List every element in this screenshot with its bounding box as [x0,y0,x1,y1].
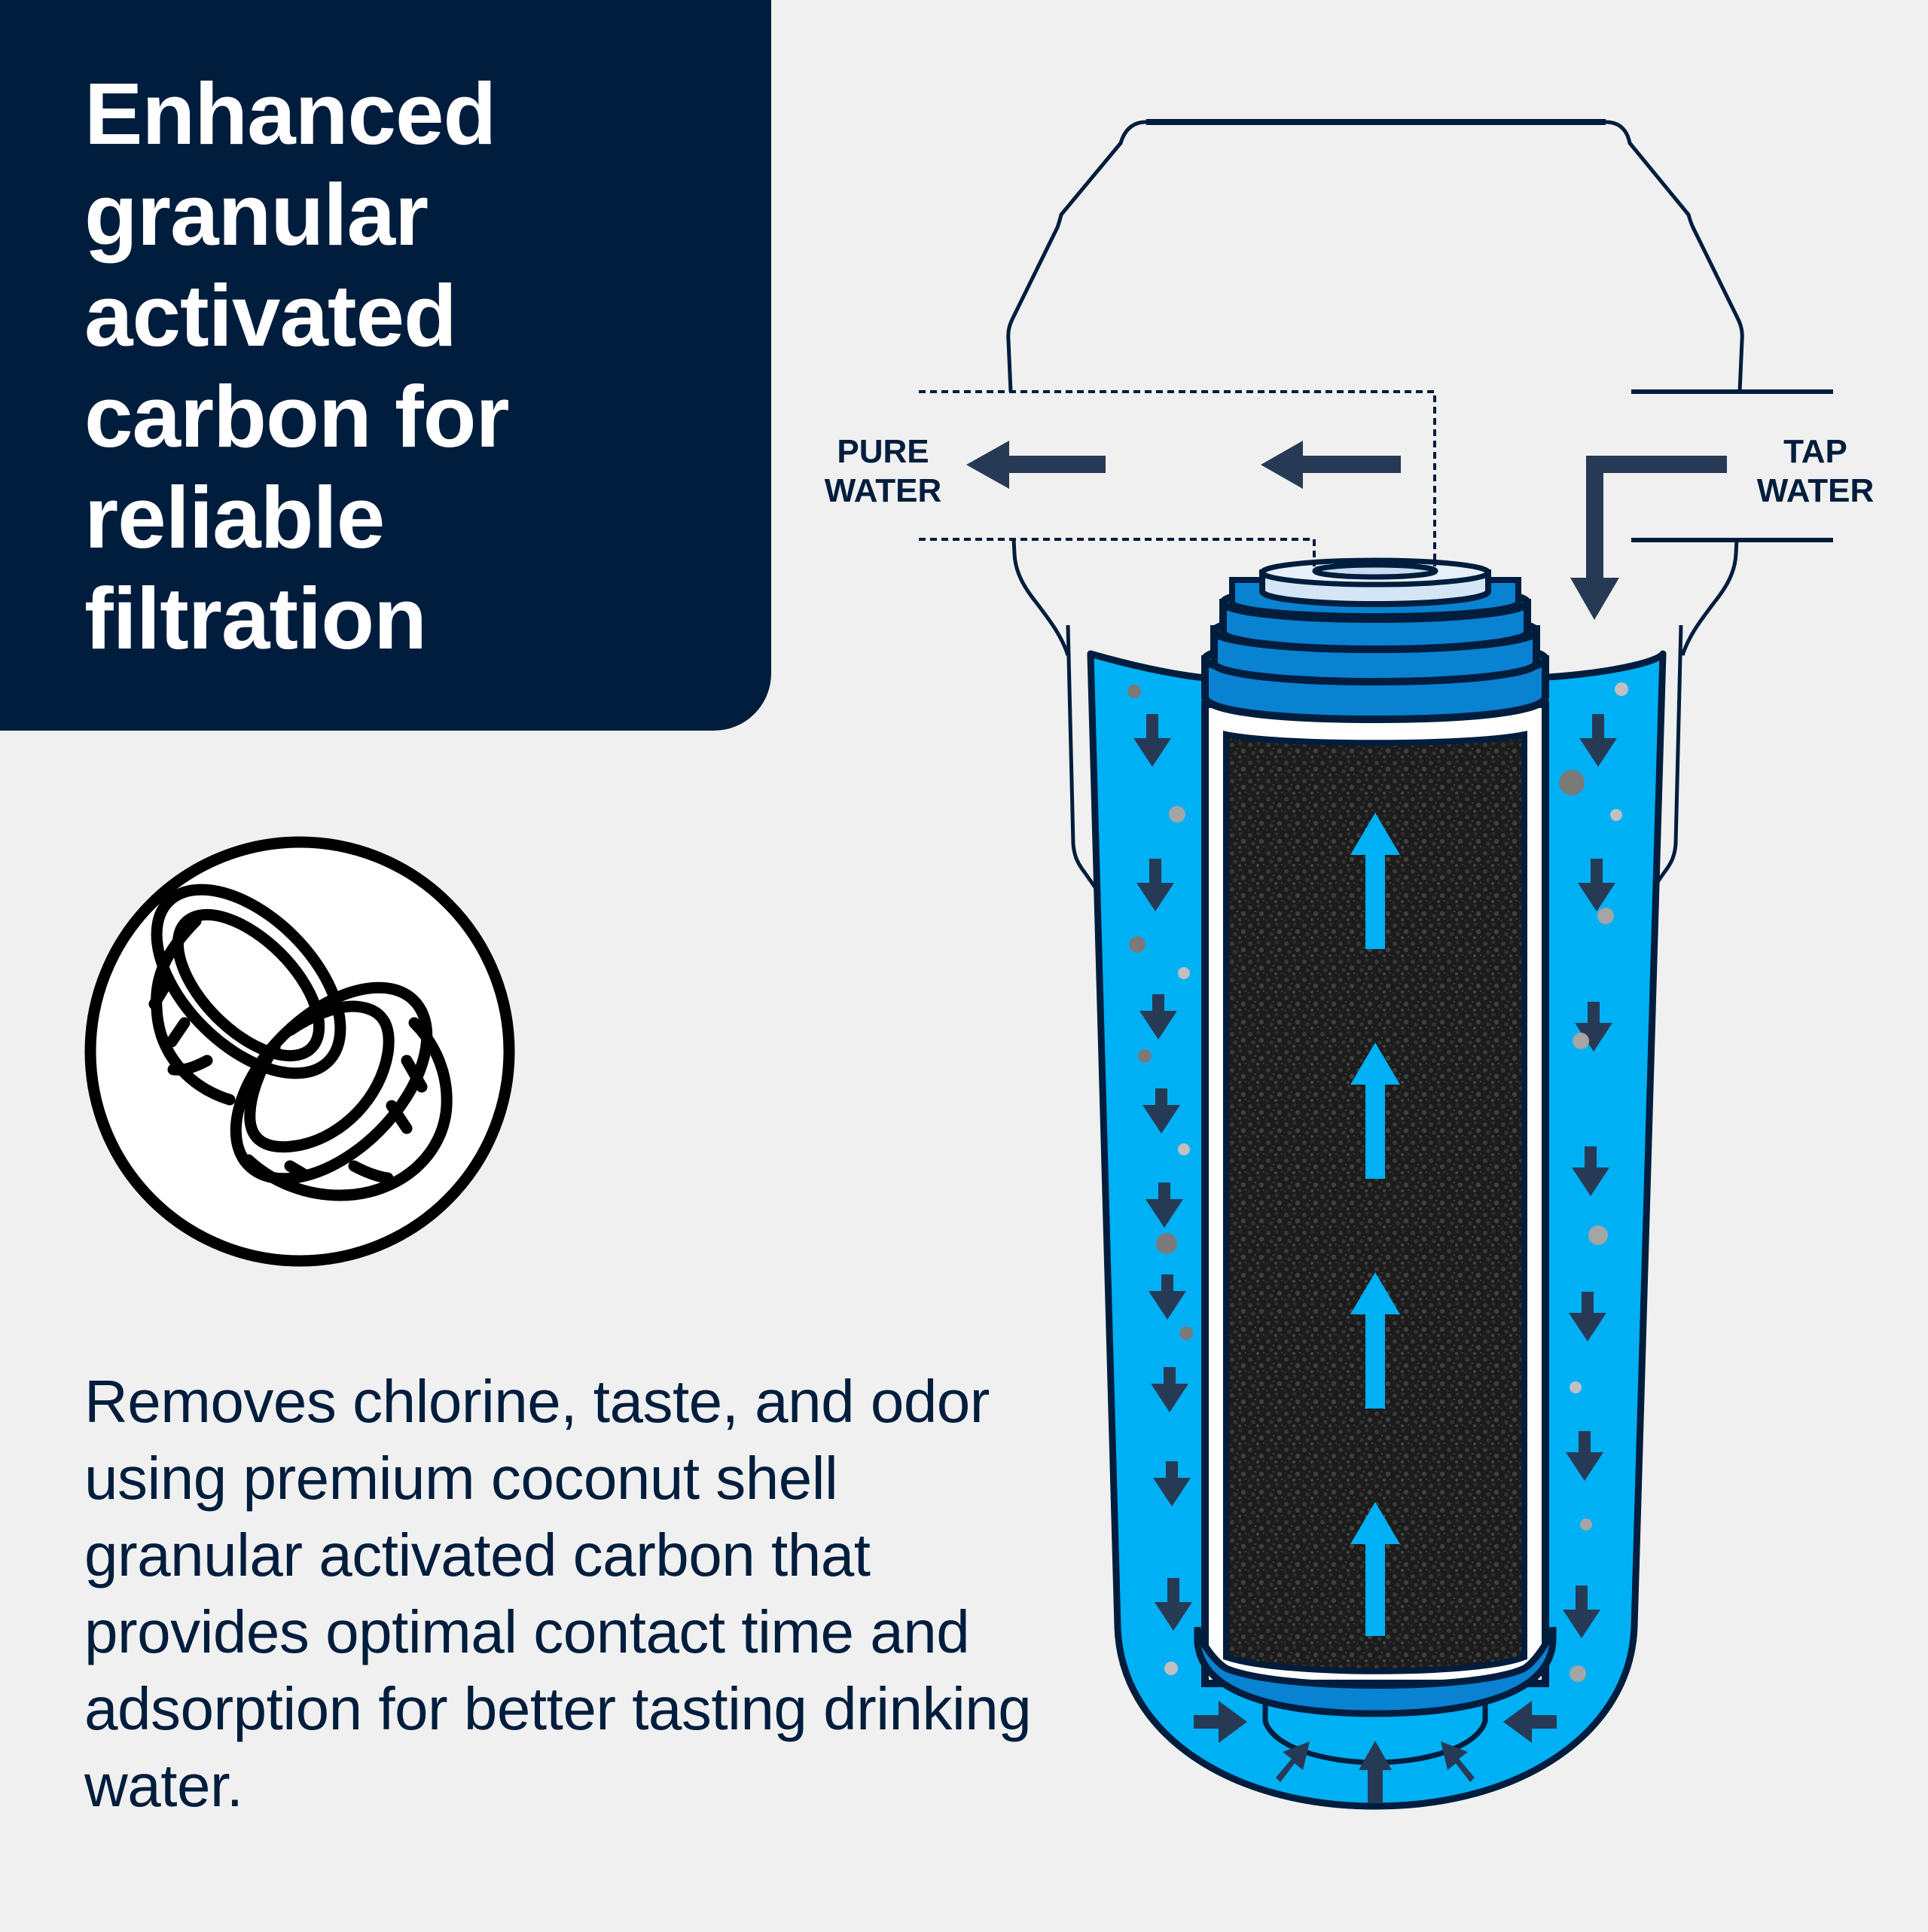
arrow-left-icon [1261,441,1401,489]
flow-arrows-inward [1194,1701,1557,1803]
filter-cartridge [1194,557,1557,1717]
flow-arrows-down-left [1133,714,1192,1631]
coconut-icon [83,835,517,1268]
arrow-down-icon [1570,456,1727,620]
page-title: Enhanced granular activated carbon for r… [84,65,510,667]
flow-arrows-down-right [1563,714,1617,1638]
inlet-port [1631,389,1833,542]
outlet-arrows [966,441,1401,489]
sediment-particles [1127,682,1628,1682]
title-panel: Enhanced granular activated carbon for r… [0,0,771,731]
flow-arrows-up-core [1350,813,1400,1636]
outlet-port [919,390,1436,566]
arrow-left-icon [966,441,1106,489]
description-text: Removes chlorine, taste, and odor using … [84,1368,1032,1819]
